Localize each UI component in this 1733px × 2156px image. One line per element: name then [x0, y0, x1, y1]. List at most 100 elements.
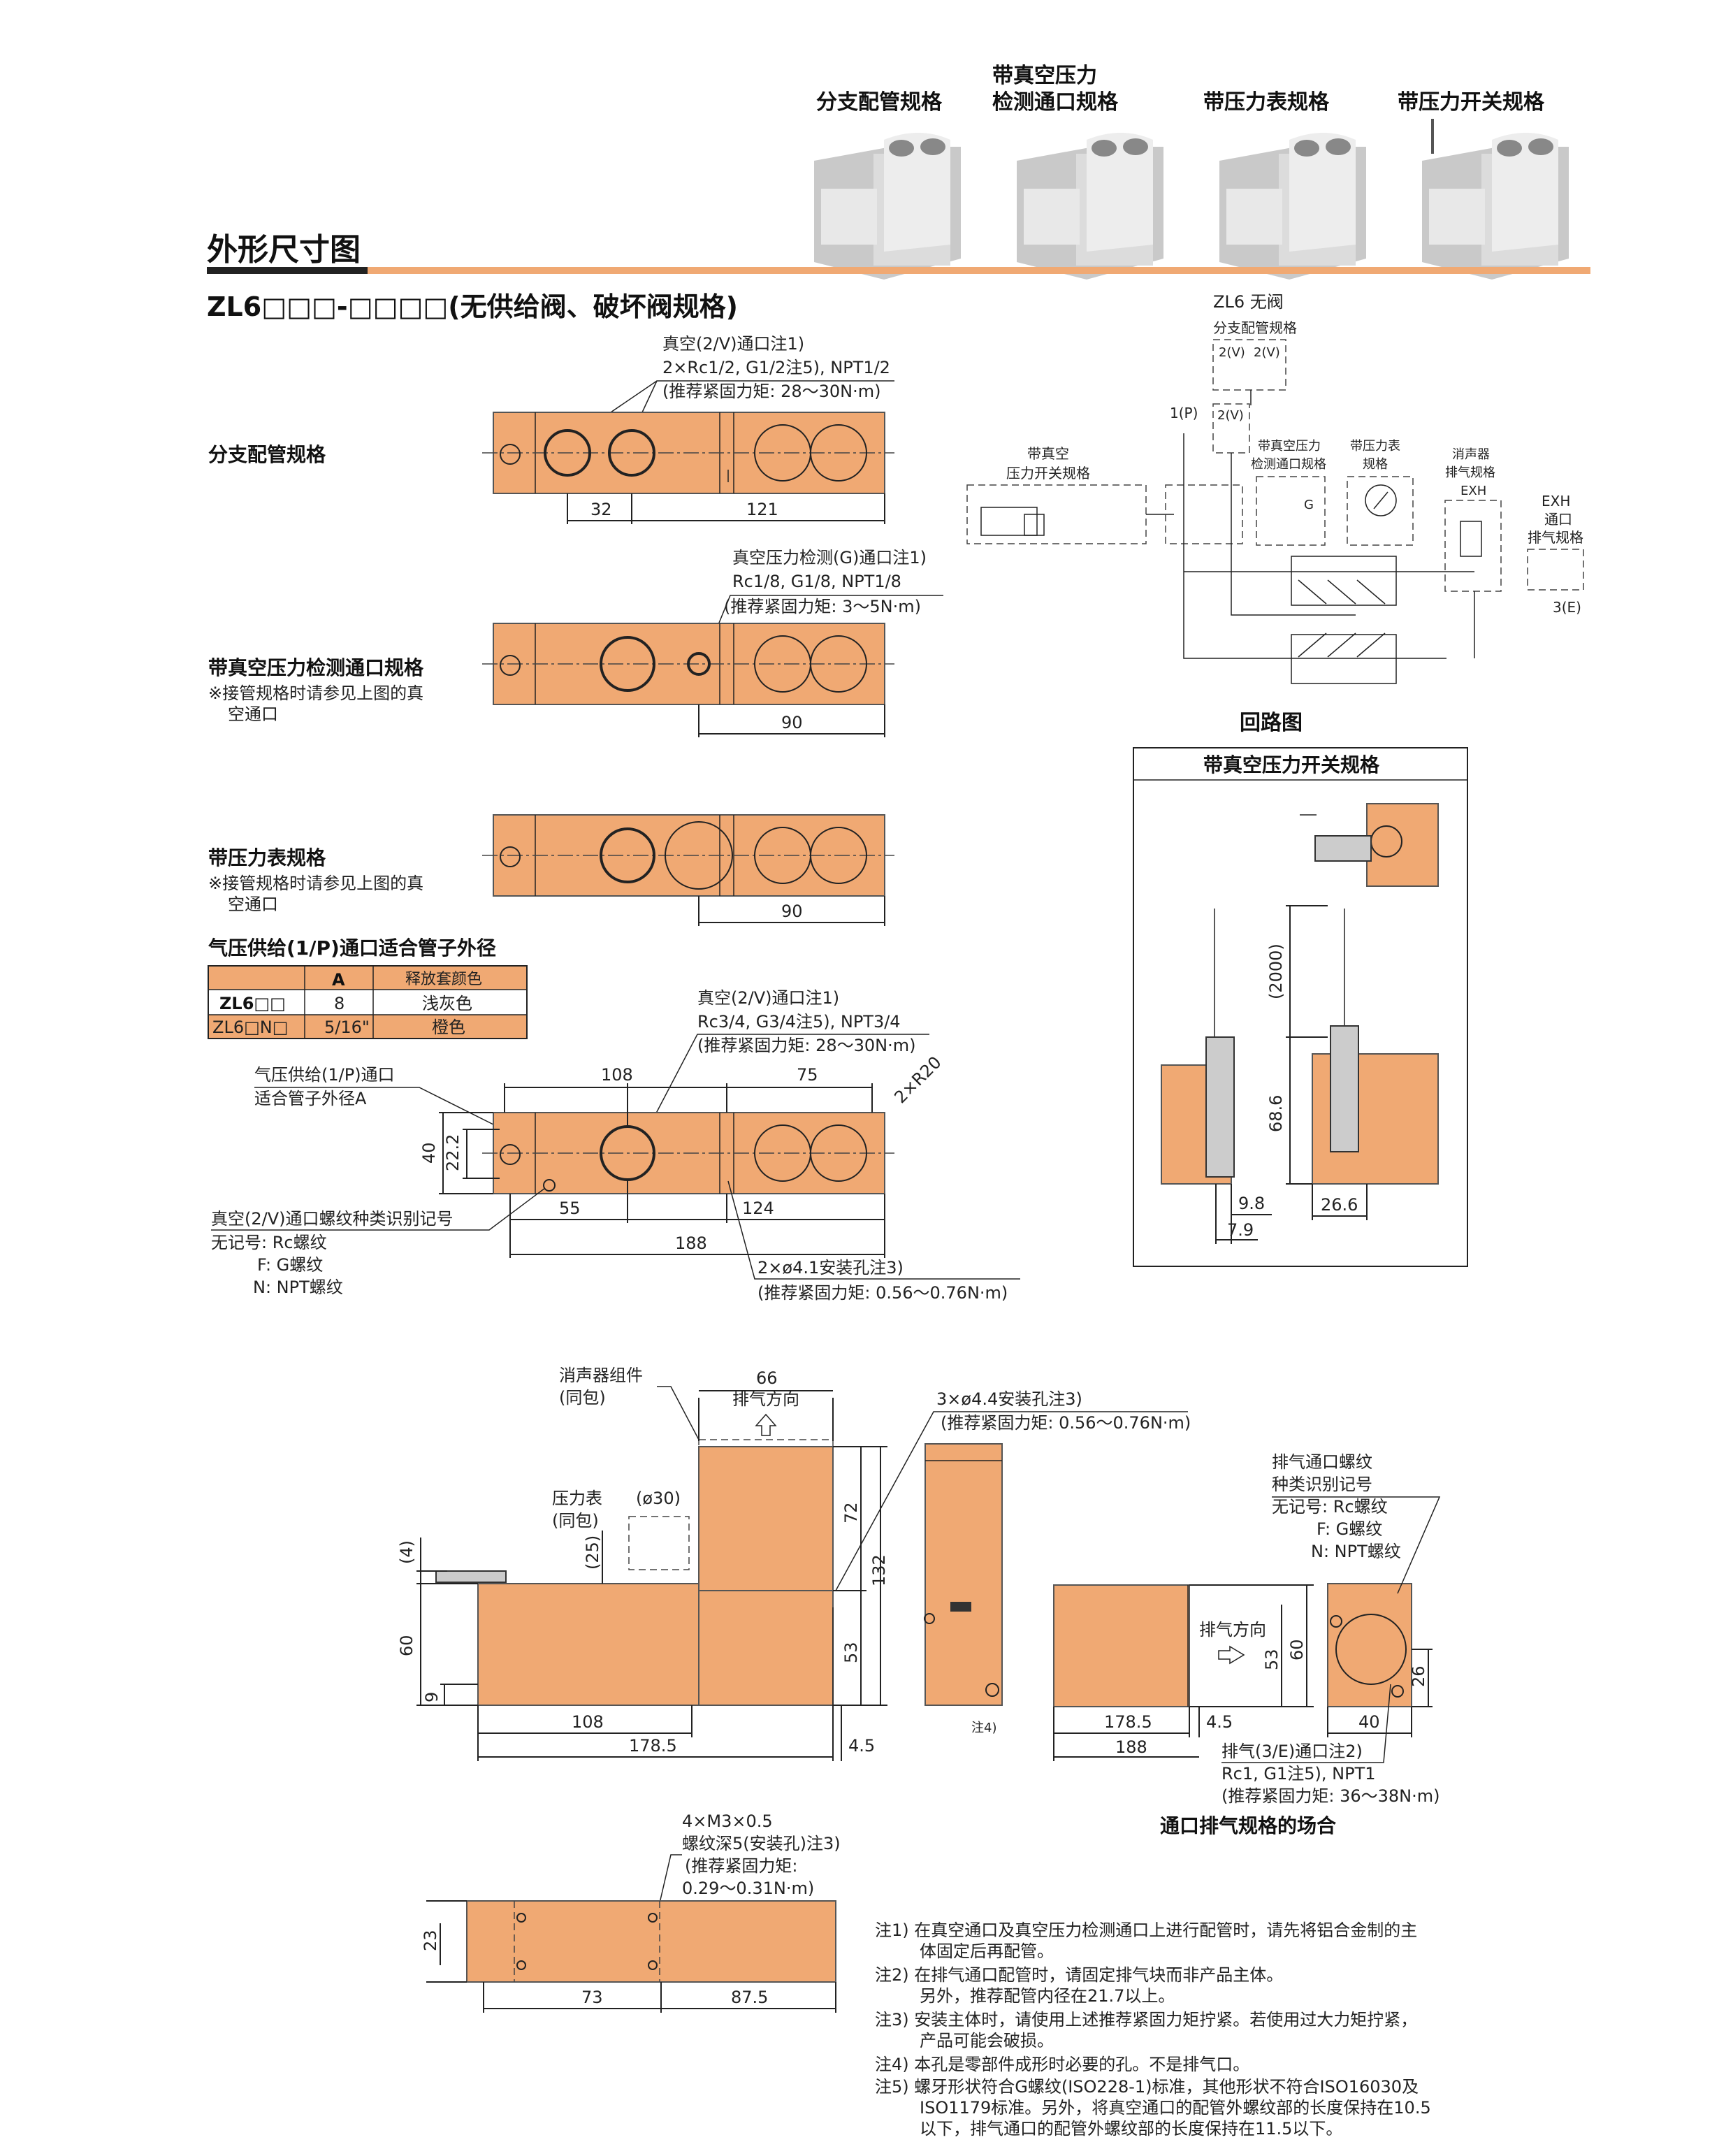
note-5b: ISO1179标准。另外，将真空通口的配管外螺纹部的长度保持在10.5 [920, 2098, 1431, 2118]
branch-label: 分支配管规格 [208, 443, 326, 466]
photo-label-vacuum-line2: 检测通口规格 [992, 90, 1119, 115]
dim-32: 32 [590, 500, 612, 519]
photo-label-switch: 带压力开关规格 [1398, 90, 1545, 115]
vacuum-callout-line3: (推荐紧固力矩: 3～5N·m) [724, 597, 921, 616]
dim-60-a: 60 [397, 1635, 416, 1656]
dim-4-5-port: 4.5 [1206, 1712, 1233, 1732]
dim-9-8: 9.8 [1238, 1194, 1265, 1213]
side-view: 注4) [924, 1443, 1003, 1735]
tube-row1-model: ZL6□□ [219, 994, 286, 1013]
section-title: 外形尺寸图 [207, 232, 361, 268]
bottom-callout-line1: 4×M3×0.5 [682, 1811, 773, 1831]
vacuum-callout-line1: 真空压力检测(G)通口注1) [732, 548, 927, 567]
branch-callout: 真空(2/V)通口注1) 2×Rc1/2, G1/2注5), NPT1/2 (推… [662, 334, 890, 401]
mount-callout-line1: 2×ø4.1安装孔注3) [757, 1258, 904, 1278]
vacuum-note-1: ※接管规格时请参见上图的真 [208, 683, 423, 703]
mount-holes-callout: 3×ø4.4安装孔注3) (推荐紧固力矩: 0.56～0.76N·m) [835, 1389, 1191, 1591]
branch-callout-line3: (推荐紧固力矩: 28～30N·m) [662, 382, 880, 401]
title-rule [368, 267, 1590, 274]
tube-row2-color: 橙色 [432, 1018, 465, 1037]
note-1b: 体固定后再配管。 [920, 1941, 1054, 1961]
mount-holes-line1: 3×ø4.4安装孔注3) [936, 1389, 1082, 1409]
notes: 注1) 在真空通口及真空压力检测通口上进行配管时，请先将铝合金制的主 体固定后再… [875, 1920, 1431, 2139]
circuit-switch-label-2: 压力开关规格 [1006, 465, 1090, 482]
gauge-dia: (ø30) [636, 1489, 681, 1508]
exh-dir2-label: 排气方向 [1199, 1620, 1266, 1640]
main-body [482, 1112, 894, 1194]
circuit-silencer-label-3: EXH [1460, 484, 1486, 498]
circuit-gauge-label-2: 规格 [1363, 457, 1388, 472]
photo-branch [814, 133, 961, 280]
dim-73: 73 [581, 1988, 603, 2007]
main-vacuum-leader [649, 1034, 929, 1126]
dim-75: 75 [797, 1065, 818, 1085]
front-view: 消声器组件 (同包) 排气方向 压力表 (同包) (ø30) 66 72 132… [397, 1366, 889, 1761]
gauge-dims: 90 [698, 896, 885, 926]
supply-callout-line2: 适合管子外径A [254, 1089, 367, 1108]
note-5a: 注5) 螺牙形状符合G螺纹(ISO228-1)标准，其他形状不符合ISO1603… [875, 2077, 1419, 2097]
branch-body [482, 412, 894, 494]
port-caption: 通口排气规格的场合 [1160, 1814, 1337, 1837]
circuit-silencer-label-1: 消声器 [1452, 447, 1490, 462]
dim-87-5: 87.5 [731, 1988, 768, 2007]
vacuum-label: 带真空压力检测通口规格 [208, 656, 424, 679]
exh-thread-line2: 种类识别记号 [1272, 1475, 1372, 1494]
circuit-caption: 回路图 [1240, 711, 1303, 735]
dim-53-port: 53 [1262, 1649, 1282, 1670]
exh-thread-line1: 排气通口螺纹 [1272, 1452, 1372, 1472]
photo-label-branch: 分支配管规格 [816, 90, 943, 115]
dim-40-port: 40 [1358, 1712, 1380, 1732]
note-3a: 注3) 安装主体时，请使用上述推荐紧固力矩拧紧。若使用过大力矩拧紧， [875, 2010, 1417, 2030]
dim-188: 188 [675, 1233, 707, 1253]
vacuum-callout-line2: Rc1/8, G1/8, NPT1/8 [732, 572, 901, 591]
circuit-switch-label-1: 带真空 [1027, 445, 1069, 462]
title-bar [207, 267, 368, 274]
exh-thread-line3: 无记号: Rc螺纹 [1272, 1497, 1388, 1517]
circuit-1p: 1(P) [1170, 405, 1198, 421]
photo-labels: 分支配管规格 带真空压力 检测通口规格 带压力表规格 带压力开关规格 [816, 64, 1545, 115]
bottom-callout-line4: 0.29～0.31N·m) [682, 1879, 814, 1898]
circuit-title: ZL6 无阀 [1213, 292, 1284, 312]
dim-66: 66 [756, 1368, 778, 1388]
circuit-3e: 3(E) [1553, 599, 1581, 616]
dim-90-b: 90 [781, 902, 803, 921]
gauge-note-1: ※接管规格时请参见上图的真 [208, 874, 423, 893]
silencer-line2: (同包) [559, 1388, 606, 1408]
model-title: ZL6□□□-□□□□(无供给阀、破坏阀规格) [207, 291, 738, 322]
switch-box-title: 带真空压力开关规格 [1203, 753, 1380, 776]
dim-4-5-front: 4.5 [848, 1736, 875, 1756]
photo-switch [1422, 119, 1569, 280]
circuit-vp-label-2: 检测通口规格 [1251, 457, 1326, 472]
dim-90-a: 90 [781, 713, 803, 732]
gauge-note-2: 空通口 [228, 895, 278, 914]
thread-callout-line1: 真空(2/V)通口螺纹种类识别记号 [211, 1209, 454, 1229]
circuit-silencer-label-2: 排气规格 [1445, 465, 1495, 480]
mount-holes-line2: (推荐紧固力矩: 0.56～0.76N·m) [941, 1413, 1191, 1433]
tube-header-color: 释放套颜色 [405, 971, 482, 988]
thread-callout: 真空(2/V)通口螺纹种类识别记号 无记号: Rc螺纹 F: G螺纹 N: NP… [211, 1187, 546, 1297]
bottom-view: 4×M3×0.5 螺纹深5(安装孔)注3) (推荐紧固力矩: 0.29～0.31… [421, 1811, 841, 2013]
gauge-line2: (同包) [552, 1511, 599, 1531]
main-dims: 108 75 2×R20 40 22.2 55 124 188 [419, 1052, 945, 1258]
exh-thread-line4: F: G螺纹 [1317, 1519, 1382, 1539]
dim-108: 108 [601, 1065, 633, 1085]
dim-178-5-port: 178.5 [1104, 1712, 1152, 1732]
circuit-exh-label-3: 排气规格 [1528, 529, 1583, 546]
circuit-branch-label: 分支配管规格 [1213, 319, 1297, 336]
gauge-line1: 压力表 [552, 1489, 602, 1508]
dim-40: 40 [419, 1142, 439, 1164]
vacuum-dims: 90 [698, 704, 885, 737]
note-2a: 注2) 在排气通口配管时，请固定排气块而非产品主体。 [875, 1965, 1283, 1985]
dim-55: 55 [559, 1199, 581, 1218]
product-photos [814, 119, 1569, 280]
dim-22-2: 22.2 [443, 1134, 463, 1171]
exh-port-line3: (推荐紧固力矩: 36～38N·m) [1221, 1786, 1440, 1806]
dim-25: (25) [583, 1535, 602, 1570]
circuit-g: G [1304, 498, 1314, 512]
circuit-2v-a: 2(V) [1219, 345, 1245, 360]
dim-23: 23 [421, 1930, 440, 1951]
dim-2000: (2000) [1266, 943, 1286, 999]
exh-port-line1: 排气(3/E)通口注2) [1221, 1742, 1363, 1761]
port-view: 排气方向 排气通口螺纹 种类识别记号 无记号: Rc螺纹 F: G螺纹 N: N… [1053, 1452, 1441, 1837]
photo-label-vacuum-line1: 带真空压力 [992, 64, 1097, 88]
